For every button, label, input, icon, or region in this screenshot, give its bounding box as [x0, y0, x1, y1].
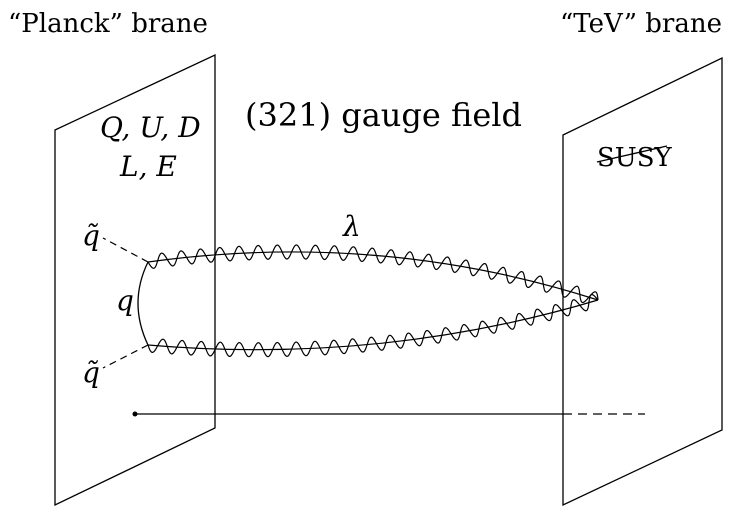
- upper-squark-line: [102, 237, 149, 263]
- matter-fields-line2: L, E: [119, 150, 177, 183]
- lower-squark-label: q̃: [82, 356, 100, 389]
- quark-line: [137, 261, 149, 346]
- planck-brane-title: “Planck” brane: [8, 9, 208, 39]
- tev-brane: [562, 56, 723, 507]
- planck-brane: [54, 53, 216, 507]
- upper-squark-label: q̃: [82, 219, 100, 252]
- upper-gauge-boson-line: [147, 244, 599, 304]
- lower-squark-line: [102, 344, 149, 369]
- matter-fields-line1: Q, U, D: [100, 111, 201, 144]
- gauge-field-label: (321) gauge field: [245, 96, 522, 134]
- susy-strikethrough: [596, 145, 668, 163]
- lower-gauge-boson-line: [147, 293, 599, 358]
- quark-label: q: [116, 284, 134, 317]
- lambda-label: λ: [342, 210, 361, 243]
- tev-brane-title: “TeV” brane: [560, 9, 722, 39]
